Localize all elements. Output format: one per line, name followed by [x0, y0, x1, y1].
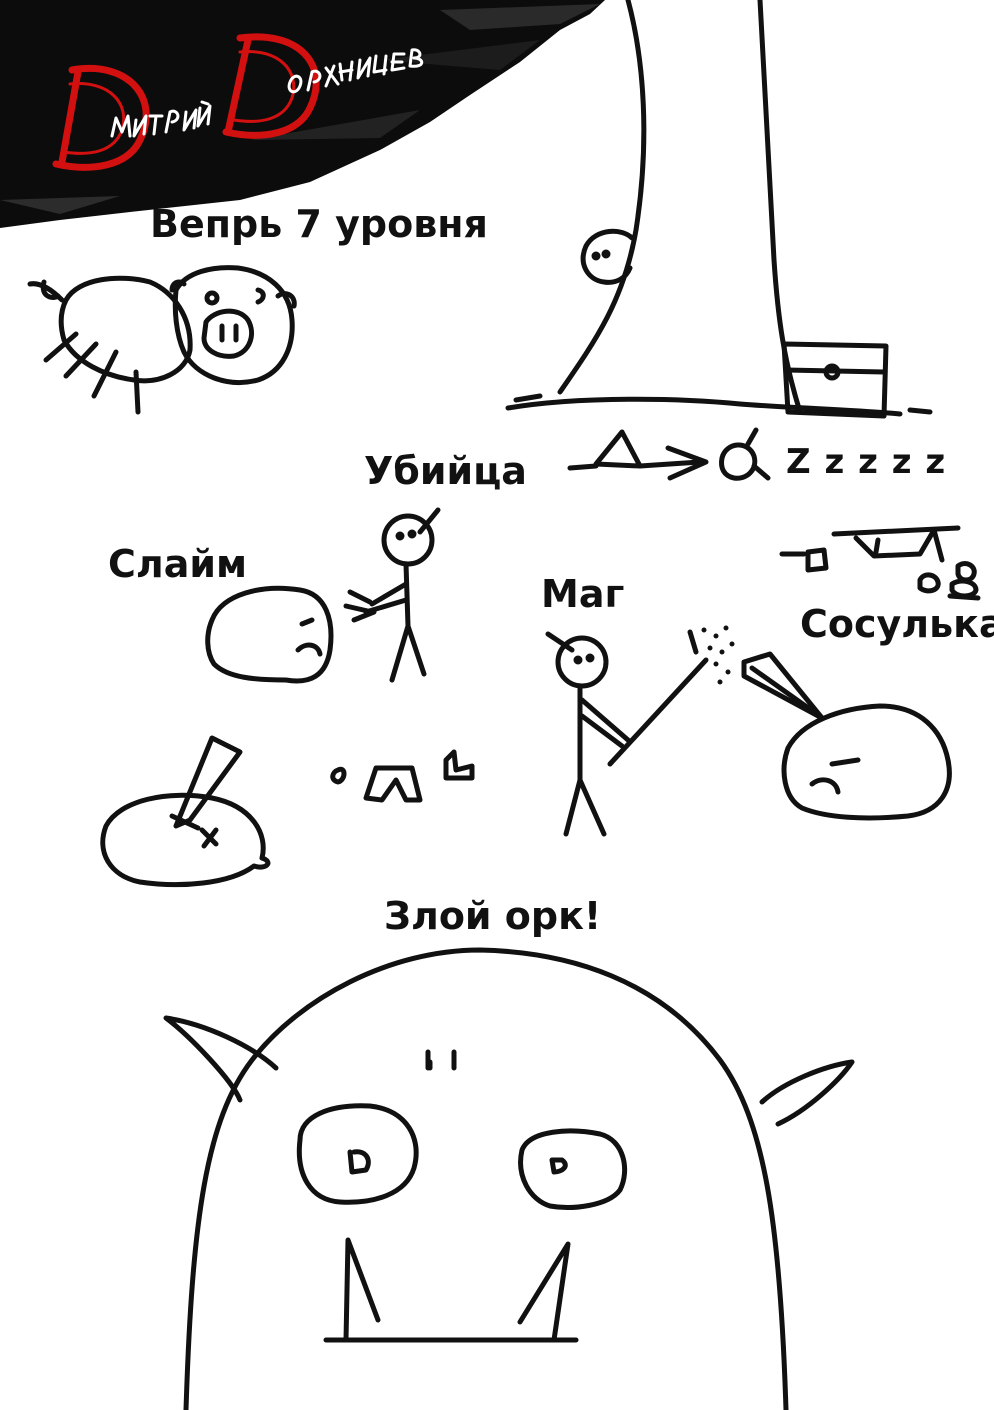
icicle-icons — [779, 525, 981, 601]
mage-label: Маг — [541, 572, 625, 616]
icicle-label: Сосулька — [800, 602, 994, 646]
tree-drawing — [505, 0, 933, 417]
boar-drawing — [27, 265, 297, 415]
loot-items — [330, 749, 475, 803]
orc-label: Злой орк! — [384, 894, 602, 938]
icicle-attack — [741, 651, 952, 821]
author-banner — [0, 0, 605, 228]
slime-drawing — [205, 585, 334, 684]
peeking-head — [580, 228, 635, 285]
boar-label: Вепрь 7 уровня — [150, 202, 488, 246]
orc-face — [163, 947, 855, 1410]
dead-slime — [100, 735, 271, 888]
mage-figure — [545, 625, 735, 837]
sleeping-figure — [567, 427, 771, 481]
killer-figure — [343, 507, 441, 683]
killer-label: Убийца — [364, 449, 527, 493]
author-logo — [52, 33, 424, 171]
sleep-label: Z z z z z — [786, 442, 947, 482]
treasure-chest — [781, 341, 889, 419]
slime-label: Слайм — [108, 542, 248, 586]
